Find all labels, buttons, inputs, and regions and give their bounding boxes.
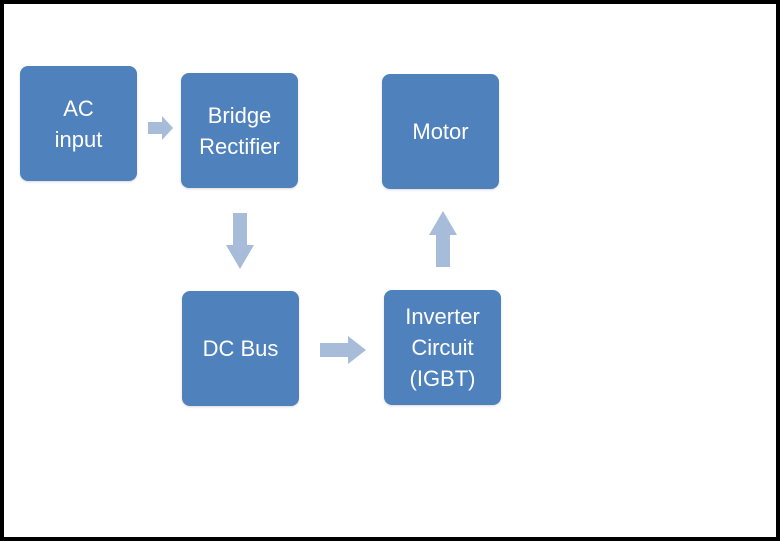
ac-input-node: AC input <box>20 66 137 181</box>
arrow-down-icon <box>226 213 254 269</box>
bridge-rectifier-node: Bridge Rectifier <box>181 73 298 188</box>
arrow-up-icon <box>429 211 457 267</box>
inverter-circuit-label: Inverter Circuit (IGBT) <box>405 304 480 391</box>
motor-label: Motor <box>412 119 469 144</box>
arrow-right-icon <box>320 336 366 364</box>
dc-bus-label: DC Bus <box>202 336 279 361</box>
bridge-rectifier-label: Bridge Rectifier <box>199 102 280 159</box>
dc-bus-node: DC Bus <box>182 291 299 406</box>
arrow-right-icon <box>148 116 173 140</box>
motor-node: Motor <box>382 74 499 189</box>
inverter-circuit-node: Inverter Circuit (IGBT) <box>384 290 501 405</box>
ac-input-label: AC input <box>54 95 103 152</box>
